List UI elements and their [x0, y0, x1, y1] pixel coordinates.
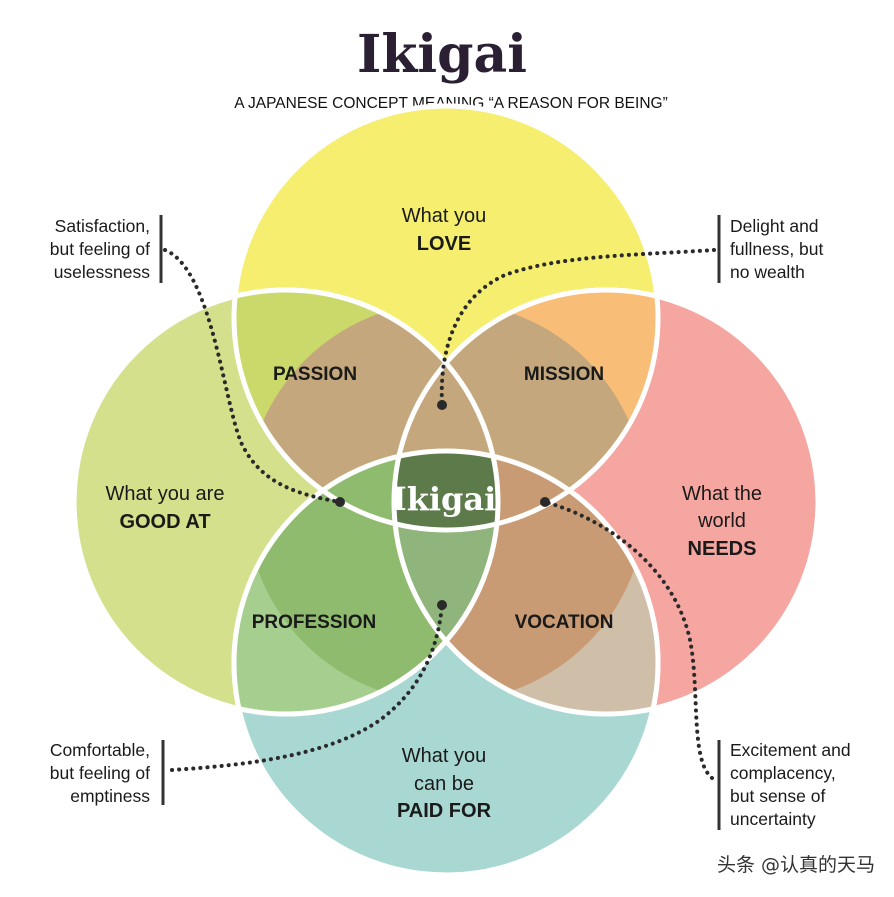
- annotation-bottom-left-1: Comfortable,: [50, 740, 150, 760]
- annotation-top-left-1: Satisfaction,: [55, 216, 150, 236]
- outline-paid-for: [231, 448, 661, 878]
- good-label-line2: GOOD AT: [119, 511, 210, 533]
- annotation-bottom-right-1: Excitement and: [730, 740, 851, 760]
- page-title: Ikigai: [357, 24, 527, 85]
- vocation-label: VOCATION: [515, 612, 614, 633]
- annotation-top-right-3: no wealth: [730, 262, 805, 282]
- needs-label-line3: NEEDS: [688, 538, 757, 560]
- connector-bottom-left: [170, 603, 444, 772]
- connector-bottom-right: [543, 500, 714, 780]
- outline-needs: [391, 287, 821, 717]
- page-subtitle: A JAPANESE CONCEPT MEANING “A REASON FOR…: [234, 95, 668, 112]
- profession-label: PROFESSION: [252, 612, 377, 633]
- annotation-bottom-right-4: uncertainty: [730, 809, 816, 829]
- paid-label-line3: PAID FOR: [397, 800, 492, 822]
- paid-label-line1: What you: [402, 745, 486, 767]
- outline-love: [231, 103, 661, 533]
- outline-good-at: [71, 287, 501, 717]
- connector-top-left-dot: [335, 497, 345, 507]
- ikigai-center-label: Ikigai: [392, 480, 497, 518]
- passion-label: PASSION: [273, 364, 357, 385]
- needs-label-line2: world: [697, 510, 746, 532]
- love-label-line1: What you: [402, 205, 486, 227]
- connector-top-right-dot: [437, 400, 447, 410]
- connector-top-left: [163, 248, 342, 504]
- annotation-top-left-2: but feeling of: [50, 239, 150, 259]
- mission-label: MISSION: [524, 364, 604, 385]
- connector-bottom-left-dot: [437, 600, 447, 610]
- needs-label-line1: What the: [682, 483, 762, 505]
- annotation-bottom-left-3: emptiness: [70, 786, 150, 806]
- annotation-top-right-2: fullness, but: [730, 239, 824, 259]
- annotation-top-right-1: Delight and: [730, 216, 819, 236]
- annotation-bottom-left-2: but feeling of: [50, 763, 150, 783]
- annotation-top-left-3: uselessness: [54, 262, 151, 282]
- ikigai-center-zone: [394, 451, 498, 530]
- annotation-bottom-right-3: but sense of: [730, 786, 825, 806]
- annotation-bottom-right-2: complacency,: [730, 763, 836, 783]
- watermark: 头条 @认真的天马: [717, 854, 875, 876]
- good-label-line1: What you are: [106, 483, 225, 505]
- connector-top-right: [439, 248, 716, 405]
- connector-bottom-right-dot: [540, 497, 550, 507]
- love-label-line2: LOVE: [417, 233, 471, 255]
- paid-label-line2: can be: [414, 773, 474, 795]
